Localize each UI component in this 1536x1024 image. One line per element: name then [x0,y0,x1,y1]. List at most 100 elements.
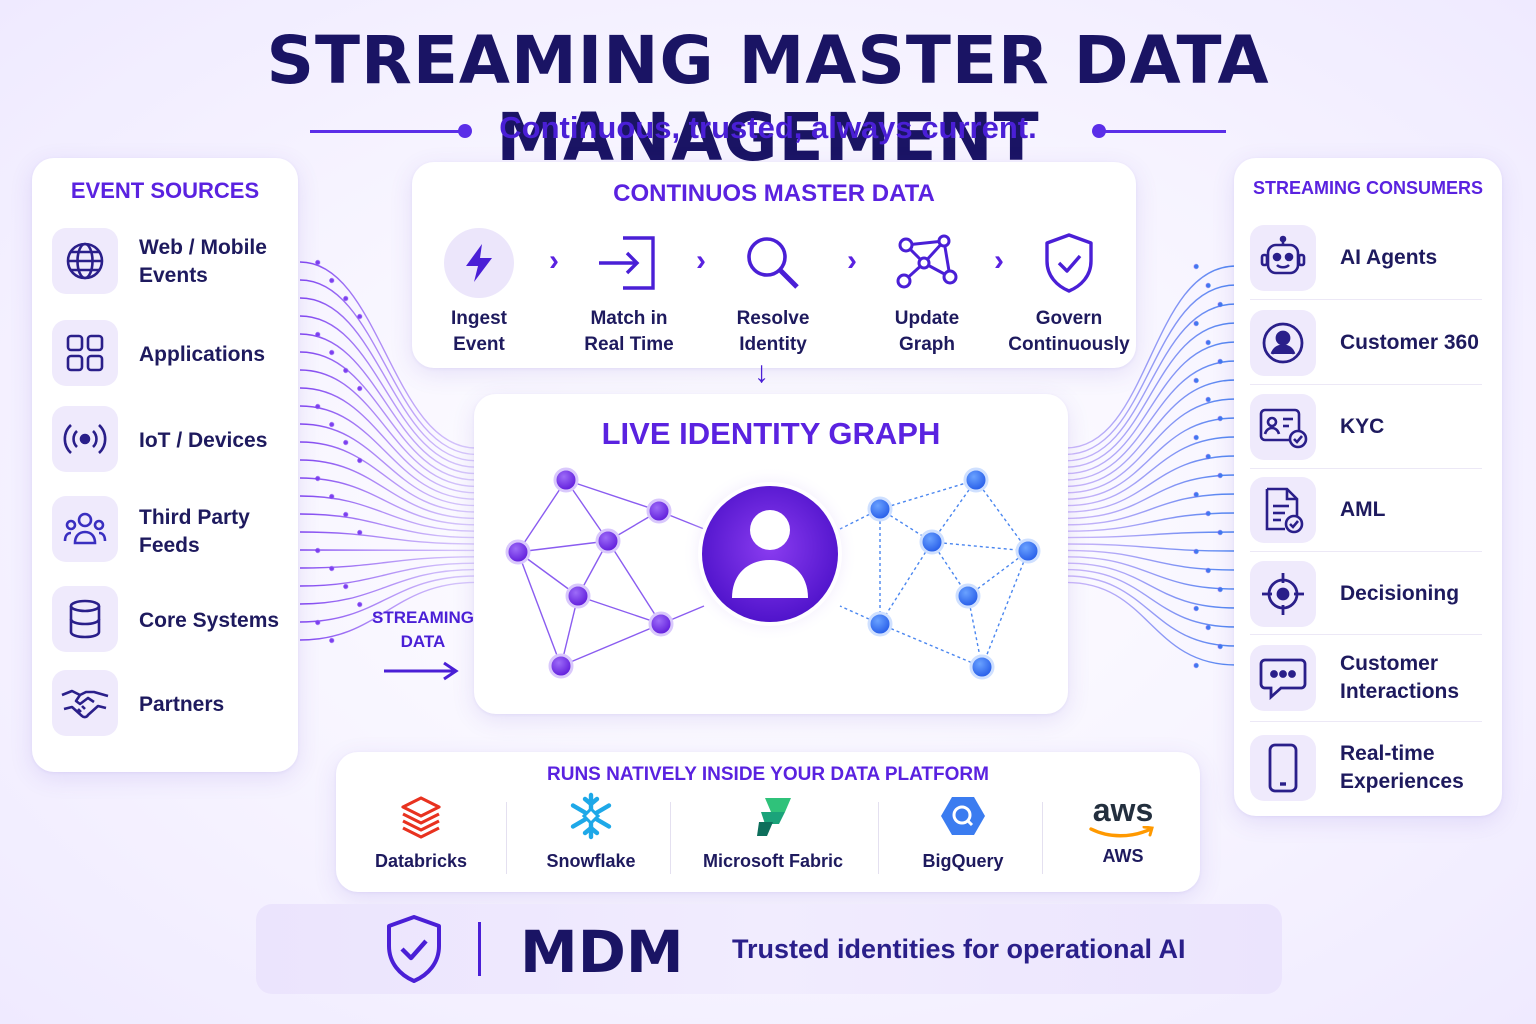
right-network-nodes [867,467,1041,680]
flow-particle [1193,548,1199,555]
divider [1042,802,1043,874]
consumer-item-ai-agents[interactable]: AI Agents [1250,216,1482,300]
flow-particle [329,637,335,644]
platform-label: AWS [1102,846,1144,866]
flow-line [1065,360,1237,481]
platform-bigquery[interactable]: BigQuery [896,792,1030,872]
flow-particle [1205,396,1211,403]
flow-particle [343,583,349,590]
flow-line [299,423,477,507]
flow-line [1065,562,1237,609]
consumer-item-decisioning[interactable]: Decisioning [1250,552,1482,636]
platform-label: Microsoft Fabric [702,851,844,871]
subtitle-row: Continuous, trusted, always current. [0,108,1536,148]
flow-particle [357,385,363,392]
aws-logo-icon: aws [1064,792,1182,840]
platform-snowflake[interactable]: Snowflake [526,792,656,872]
user-circle-icon [1250,310,1316,376]
flow-line [299,261,477,449]
flow-line [299,568,477,605]
divider [1250,551,1482,552]
page-title: STREAMING MASTER DATA MANAGEMENT [266,22,1270,176]
platform-aws[interactable]: aws AWS [1064,792,1182,867]
flow-line [299,495,477,532]
flow-line [1065,568,1237,628]
graph-heading: LIVE IDENTITY GRAPH [601,416,941,451]
consumer-item-customer-360[interactable]: Customer 360 [1250,301,1482,385]
streaming-arrow-icon [384,661,459,681]
flow-line [1065,284,1237,456]
divider [1250,468,1482,469]
flow-particle [329,277,335,284]
document-check-icon [1250,477,1316,543]
source-item-partners[interactable]: Partners [52,666,292,746]
source-item-core-systems[interactable]: Core Systems [52,582,292,662]
flow-particle [1217,472,1223,479]
flow-line [1065,575,1237,647]
flow-line [1065,398,1237,494]
flow-line [299,581,477,641]
flow-line [299,279,477,456]
consumer-item-aml[interactable]: AML [1250,468,1482,552]
fabric-logo-icon [757,798,791,836]
flow-line [1065,436,1237,507]
chat-bubble-icon [1250,645,1316,711]
broadcast-icon [52,406,118,472]
aws-logo-text: aws [1092,792,1154,828]
source-label: IoT / Devices [139,429,268,452]
smartphone-icon [1250,735,1316,801]
magnifier-icon [738,228,808,298]
platform-databricks[interactable]: Databricks [356,792,486,872]
divider [1250,299,1482,300]
process-heading: CONTINUOS MASTER DATA [613,180,935,207]
flow-line [1065,341,1237,475]
subtitle-right-dot [1092,124,1106,138]
sign-in-arrow-icon [594,228,664,298]
subtitle-right-line [1102,130,1226,133]
source-item-iot[interactable]: IoT / Devices [52,402,292,482]
flow-line [299,387,477,494]
flow-particle [1205,624,1211,631]
flow-line [1065,265,1237,449]
consumer-item-kyc[interactable]: KYC [1250,385,1482,469]
flow-particle [357,601,363,608]
left-network-edges [517,479,705,667]
platform-microsoft-fabric[interactable]: Microsoft Fabric [696,792,850,872]
flow-particle [1193,377,1199,384]
flow-line [299,562,477,587]
consumer-label: KYC [1340,415,1385,438]
platforms-heading: RUNS NATIVELY INSIDE YOUR DATA PLATFORM [547,764,989,785]
flow-particle [329,421,335,428]
flow-particle [315,547,321,554]
data-platforms-panel: RUNS NATIVELY INSIDE YOUR DATA PLATFORM … [336,752,1200,892]
source-item-applications[interactable]: Applications [52,316,292,396]
aws-smile-icon [1089,826,1154,838]
lightning-icon [444,228,514,298]
flow-particle [329,493,335,500]
subtitle-left-line [310,130,462,133]
platform-label: Databricks [374,851,468,871]
source-label: Applications [139,343,266,366]
flow-particle [1193,491,1199,498]
step-arrow: › [696,244,706,277]
divider [1250,384,1482,385]
flow-particle [1217,358,1223,365]
shield-check-icon [1034,228,1104,298]
subtitle-left-dot [458,124,472,138]
flow-line [299,333,477,475]
divider [1250,721,1482,722]
